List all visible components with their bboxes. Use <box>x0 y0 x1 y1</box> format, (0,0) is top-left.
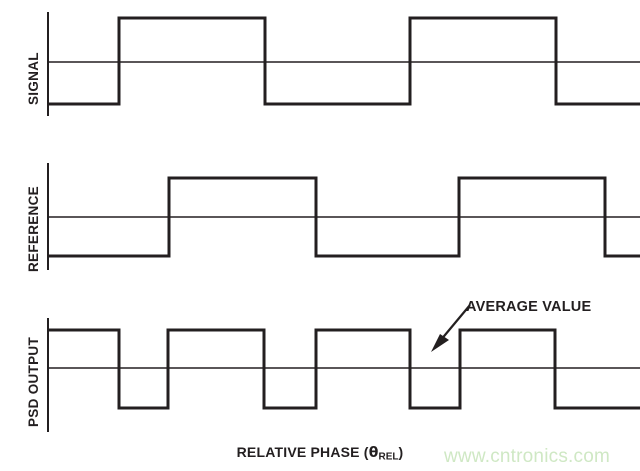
axis-label-reference: REFERENCE <box>26 186 41 272</box>
panel-reference <box>47 163 640 270</box>
reference-waveform <box>48 176 640 258</box>
x-axis-caption-close: ) <box>398 444 404 460</box>
average-value-arrow <box>431 304 471 352</box>
average-value-arrow-head <box>431 334 449 352</box>
panel-signal <box>47 12 640 116</box>
x-axis-caption-text: RELATIVE PHASE ( <box>236 444 369 460</box>
average-value-annotation: AVERAGE VALUE <box>466 299 592 315</box>
axis-label-psd-output: PSD OUTPUT <box>26 336 41 427</box>
theta-symbol: θ <box>368 445 379 461</box>
theta-subscript: REL <box>378 451 399 463</box>
panel-psd-output <box>47 318 640 432</box>
signal-waveform <box>48 16 640 106</box>
psd-output-waveform <box>48 328 640 410</box>
x-axis-caption: RELATIVE PHASE (θREL) <box>0 444 640 463</box>
average-value-arrow-shaft <box>439 304 471 342</box>
axis-label-signal: SIGNAL <box>26 52 41 105</box>
watermark-text: www.cntronics.com <box>444 446 610 467</box>
